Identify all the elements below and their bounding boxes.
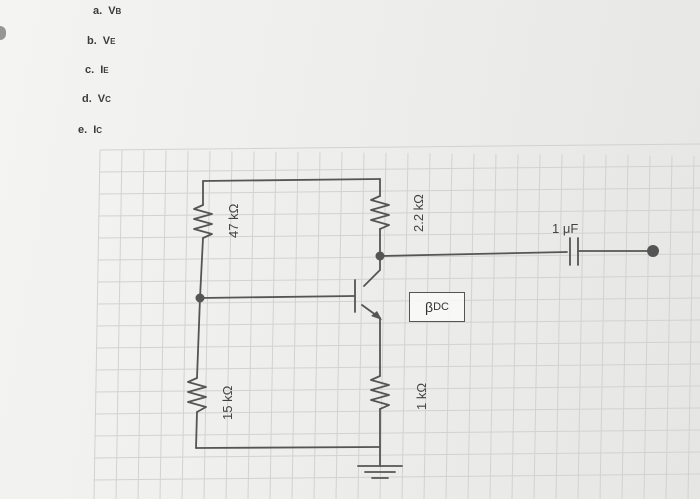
resistor-rc-2.2k [370, 195, 390, 230]
grid-line-vertical [577, 154, 585, 499]
beta-subscript: DC [433, 301, 449, 313]
question-c: c. IE [85, 64, 109, 76]
question-d: d. VC [82, 93, 111, 105]
question-variable: I [93, 124, 97, 136]
grid-line-horizontal [93, 473, 700, 481]
grid-line-vertical [423, 153, 431, 499]
grid-line-horizontal [95, 363, 700, 371]
wire-left-lower [195, 411, 198, 449]
question-letter: b. [87, 35, 97, 47]
question-b: b. VE [87, 35, 115, 47]
wire-base [199, 295, 355, 299]
question-subscript: E [110, 37, 116, 46]
grid-line-horizontal [93, 451, 700, 459]
question-letter: d. [82, 93, 92, 105]
grid-line-vertical [555, 154, 563, 499]
emitter-arrow [371, 311, 382, 320]
grid-line-vertical [313, 152, 321, 499]
output-terminal-dot [647, 245, 659, 257]
grid-line-vertical [335, 152, 343, 499]
question-letter: a. [93, 5, 103, 17]
question-a: a. VB [93, 5, 121, 17]
grid-line-horizontal [96, 297, 700, 305]
question-letter: e. [78, 124, 88, 136]
grid-line-vertical [379, 152, 387, 499]
question-subscript: B [115, 7, 122, 16]
capacitor-label: 1 μF [552, 221, 578, 236]
resistor-r1-47k [193, 204, 213, 239]
junction-dot-collector [375, 251, 385, 261]
grid-line-vertical [533, 154, 541, 499]
grid-line-horizontal [94, 407, 700, 415]
rc-label: 2.2 kΩ [411, 194, 426, 232]
grid-line-vertical [687, 155, 695, 499]
question-variable: V [97, 93, 106, 105]
grid-line-vertical [467, 153, 475, 499]
grid-line-vertical [269, 151, 277, 499]
grid-line-horizontal [98, 231, 700, 239]
grid-line-horizontal [98, 209, 700, 217]
grid-line-vertical [489, 153, 497, 499]
r2-label: 15 kΩ [220, 385, 235, 420]
grid-line-vertical [445, 153, 453, 499]
beta-symbol: β [425, 299, 434, 315]
resistor-r2-15k [187, 377, 207, 413]
grid-line-horizontal [96, 319, 700, 327]
grid-line-horizontal [94, 429, 700, 437]
grid-line-vertical [357, 152, 365, 499]
junction-dot-base [195, 293, 205, 303]
question-letter: c. [85, 64, 95, 76]
grid-line-vertical [621, 155, 629, 499]
wire-collector [363, 228, 381, 287]
grid-line-horizontal [95, 385, 700, 393]
grid-line-vertical [511, 154, 519, 499]
grid-line-vertical [599, 155, 607, 499]
question-e: e. IC [78, 124, 102, 136]
grid-line-vertical [643, 155, 651, 499]
question-subscript: C [105, 95, 111, 104]
grid-line-vertical [137, 150, 145, 499]
grid-line-horizontal [97, 275, 700, 283]
grid-line-horizontal [96, 341, 700, 349]
binder-hole-mark [0, 26, 6, 40]
question-subscript: E [103, 66, 109, 75]
grid-line-horizontal [99, 187, 700, 195]
graph-paper-grid [93, 143, 700, 499]
re-label: 1 kΩ [414, 383, 429, 410]
question-variable: V [108, 5, 116, 17]
grid-line-horizontal [97, 253, 700, 261]
grid-line-horizontal [99, 143, 700, 151]
wire-top-rail [202, 178, 381, 182]
r1-label: 47 kΩ [226, 203, 241, 238]
question-variable: I [100, 64, 104, 76]
wire-output [379, 251, 568, 257]
wire-bottom-rail [195, 446, 381, 449]
resistor-re-1k [370, 375, 390, 410]
grid-line-vertical [665, 155, 673, 499]
grid-line-horizontal [99, 165, 700, 173]
grid-line-vertical [115, 150, 123, 499]
grid-line-vertical [159, 150, 167, 499]
grid-line-vertical [247, 151, 255, 499]
grid-line-vertical [93, 149, 101, 499]
grid-line-vertical [291, 151, 299, 499]
question-variable: V [102, 35, 111, 47]
grid-line-vertical [401, 153, 409, 499]
question-subscript: C [96, 126, 103, 135]
